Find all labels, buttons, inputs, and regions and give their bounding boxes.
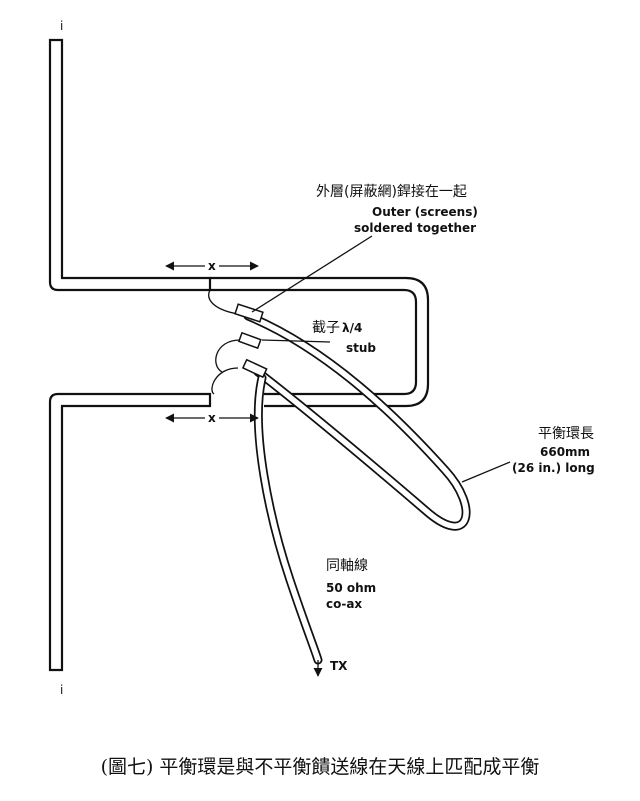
dipole-end-top: i xyxy=(60,19,63,33)
dipole-end-bottom: i xyxy=(60,683,63,697)
quarter-wave-stub xyxy=(210,276,430,408)
leader-outer xyxy=(251,235,373,313)
coax-label-cn: 同軸線 xyxy=(326,558,368,574)
coax-label-en-2: co-ax xyxy=(326,597,362,611)
figure-caption: (圖七) 平衡環是與不平衡饋送線在天線上匹配成平衡 xyxy=(101,756,540,778)
coax-label-en-1: 50 ohm xyxy=(326,581,376,595)
lower-dipole-element xyxy=(48,392,212,672)
x-label-bottom: x xyxy=(208,411,216,425)
leader-stub xyxy=(261,339,331,343)
x-label-top: x xyxy=(208,259,216,273)
outer-label-cn: 外層(屏蔽網)銲接在一起 xyxy=(316,183,467,200)
outer-label-en-1: Outer (screens) xyxy=(372,205,478,219)
leader-balun xyxy=(461,461,511,483)
shield-pigtails xyxy=(208,289,268,395)
upper-dipole-element xyxy=(48,38,212,292)
feed-coax xyxy=(253,373,323,665)
balun-label-en-2: (26 in.) long xyxy=(512,461,595,475)
balun-label-cn: 平衡環長 xyxy=(538,426,594,442)
balun-coax-loop xyxy=(243,311,471,531)
outer-label-en-2: soldered together xyxy=(354,221,476,235)
tx-label: TX xyxy=(330,659,348,673)
balun-label-en-1: 660mm xyxy=(540,445,590,459)
stub-label-cn: 截子 xyxy=(312,320,340,336)
stub-label-fraction: λ/4 xyxy=(342,321,362,335)
stub-label-en: stub xyxy=(346,341,376,355)
